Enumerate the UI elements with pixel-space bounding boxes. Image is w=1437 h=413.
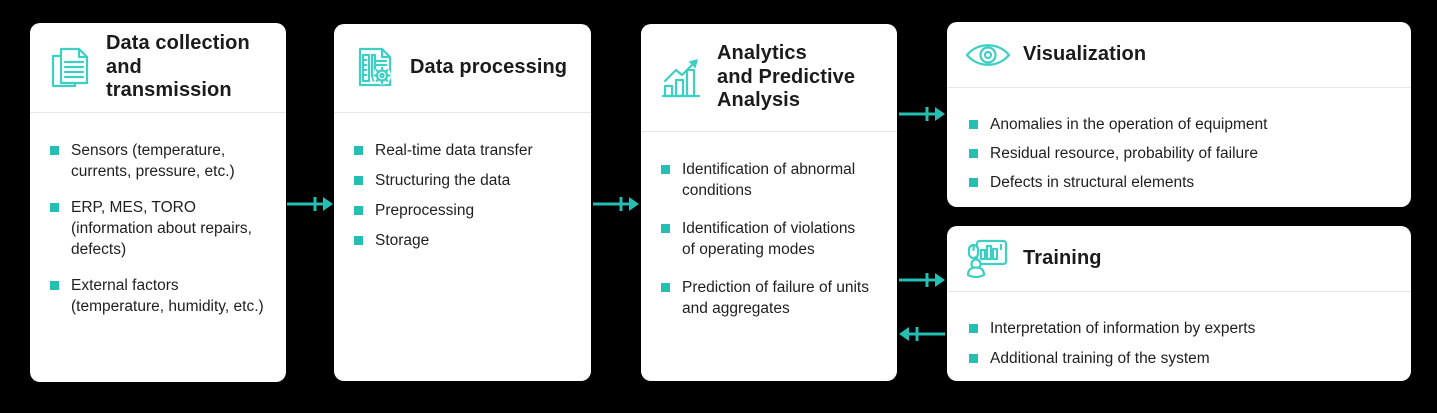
bullet-square [661, 283, 670, 292]
list-item: Prediction of failure of units and aggre… [661, 277, 897, 319]
bullet-square [50, 203, 59, 212]
card-visualization-title: Visualization [1023, 42, 1147, 65]
list-item: Sensors (temperature, currents, pressure… [50, 140, 286, 182]
bullet-square [969, 149, 978, 158]
card-data-processing: Data processing Real-time data transfer … [334, 24, 591, 381]
card-training-items: Interpretation of information by experts… [947, 292, 1411, 369]
card-visualization: Visualization Anomalies in the operation… [947, 22, 1411, 207]
list-item: Additional training of the system [969, 348, 1411, 369]
bullet-square [50, 281, 59, 290]
card-data-collection-items: Sensors (temperature, currents, pressure… [30, 113, 286, 317]
eye-icon [965, 43, 1011, 66]
card-training: Training Interpretation of information b… [947, 226, 1411, 381]
bullet-square [969, 324, 978, 333]
list-item: Preprocessing [354, 200, 591, 221]
card-training-title: Training [1023, 246, 1102, 269]
arrow-analytics-to-visualization-icon [899, 107, 945, 121]
bullet-square [969, 120, 978, 129]
bullet-square [661, 224, 670, 233]
card-data-processing-header: Data processing [334, 24, 591, 112]
arrow-processing-to-analytics-icon [593, 197, 639, 211]
list-item: Interpretation of information by experts [969, 318, 1411, 339]
list-item: ERP, MES, TORO (information about repair… [50, 197, 286, 260]
arrow-collection-to-processing-icon [287, 197, 333, 211]
bullet-square [969, 354, 978, 363]
list-item: Identification of violations of operatin… [661, 218, 897, 260]
card-divider [30, 112, 286, 113]
list-item: Anomalies in the operation of equipment [969, 114, 1411, 135]
document-gear-icon [358, 47, 392, 87]
bullet-square [354, 146, 363, 155]
list-item: Residual resource, probability of failur… [969, 143, 1411, 164]
card-divider [641, 131, 897, 132]
person-screen-icon [966, 239, 1008, 278]
card-data-collection: Data collection and transmission Sensors… [30, 23, 286, 382]
bar-chart-growth-icon [661, 58, 701, 97]
list-item: Identification of abnormal conditions [661, 159, 897, 201]
bullet-square [50, 146, 59, 155]
bullet-square [969, 178, 978, 187]
bullet-square [354, 176, 363, 185]
card-data-processing-title: Data processing [410, 56, 568, 79]
card-data-collection-header: Data collection and transmission [30, 23, 286, 112]
card-divider [947, 291, 1411, 292]
card-visualization-header: Visualization [947, 22, 1411, 87]
card-training-header: Training [947, 226, 1411, 291]
card-analytics-header: Analytics and Predictive Analysis [641, 24, 897, 131]
list-item: Defects in structural elements [969, 172, 1411, 193]
bullet-square [354, 206, 363, 215]
bullet-square [354, 236, 363, 245]
list-item: External factors (temperature, humidity,… [50, 275, 286, 317]
arrow-training-to-analytics-icon [899, 327, 945, 341]
list-item: Real-time data transfer [354, 140, 591, 161]
bullet-square [661, 165, 670, 174]
list-item: Structuring the data [354, 170, 591, 191]
arrow-analytics-to-training-icon [899, 273, 945, 287]
card-data-collection-title: Data collection and transmission [106, 32, 250, 102]
card-divider [334, 112, 591, 113]
card-analytics: Analytics and Predictive Analysis Identi… [641, 24, 897, 381]
card-data-processing-items: Real-time data transfer Structuring the … [334, 113, 591, 251]
documents-icon [51, 47, 89, 87]
list-item: Storage [354, 230, 591, 251]
card-analytics-items: Identification of abnormal conditions Id… [641, 132, 897, 319]
card-visualization-items: Anomalies in the operation of equipment … [947, 88, 1411, 193]
card-analytics-title: Analytics and Predictive Analysis [717, 42, 856, 112]
card-divider [947, 87, 1411, 88]
